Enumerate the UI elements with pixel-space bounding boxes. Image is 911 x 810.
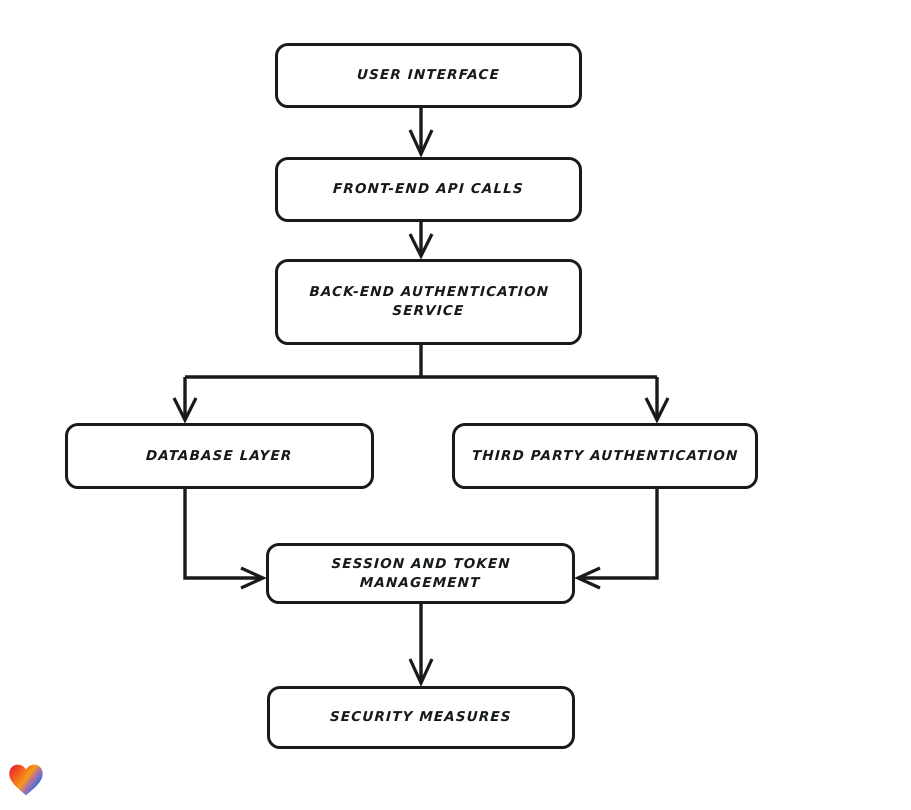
node-security-measures[interactable]: Security Measures (267, 686, 575, 749)
node-label: Session and Token Management (330, 555, 512, 591)
edge-backend-to-thirdparty (644, 377, 670, 424)
node-user-interface[interactable]: User Interface (275, 43, 582, 108)
node-session-and-token-management[interactable]: Session and Token Management (266, 543, 575, 604)
node-back-end-authentication-service[interactable]: Back-End Authentication Service (275, 259, 582, 345)
node-label: User Interface (356, 67, 501, 84)
edge-thirdparty-to-session (574, 489, 659, 590)
node-label: Third Party Authentication (471, 447, 739, 464)
edge-ui-to-api (408, 108, 434, 158)
node-third-party-authentication[interactable]: Third Party Authentication (452, 423, 758, 489)
edge-database-to-session (183, 489, 267, 590)
edge-session-to-security (408, 604, 434, 687)
node-label: Security Measures (329, 709, 513, 726)
node-label: Front-End API Calls (332, 181, 525, 198)
node-label: Back-End Authentication Service (308, 284, 550, 319)
edge-backend-fork (185, 345, 657, 379)
edge-backend-to-database (172, 377, 198, 424)
heart-icon (9, 764, 43, 796)
edge-api-to-backend (408, 222, 434, 260)
node-database-layer[interactable]: Database Layer (65, 423, 374, 489)
node-label: Database Layer (145, 447, 294, 464)
node-front-end-api-calls[interactable]: Front-End API Calls (275, 157, 582, 222)
